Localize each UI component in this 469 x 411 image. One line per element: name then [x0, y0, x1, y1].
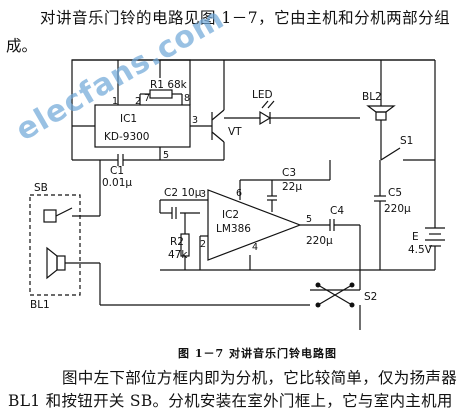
ic2-pin3: 3	[200, 189, 206, 200]
s1-label: S1	[400, 135, 413, 147]
c2-label: C2 10μ	[164, 187, 202, 199]
led-symbol	[259, 110, 272, 126]
ic2-part-label: LM386	[216, 223, 251, 235]
s2-label: S2	[364, 291, 377, 303]
ic1-pin8: 8	[184, 93, 190, 104]
c5-value: 220μ	[384, 203, 411, 215]
circuit-diagram: 1 2 7 8 3 5 R1 68k IC1 KD-9300 VT LED BL…	[29, 59, 445, 330]
ic1-pin3: 3	[192, 115, 198, 126]
figure-caption: 图 1－7 对讲音乐门铃电路图	[178, 347, 337, 360]
c1-value: 0.01μ	[102, 177, 132, 189]
bl1-label: BL1	[30, 299, 50, 311]
ic2-pin5: 5	[306, 214, 312, 225]
bl2-speaker	[375, 111, 387, 121]
c1-label: C1	[110, 165, 124, 177]
c5-label: C5	[388, 187, 402, 199]
c3-value: 22μ	[282, 181, 302, 193]
paragraph-line-2: 成。	[6, 37, 38, 55]
battery-label: E	[412, 231, 419, 243]
ic2-pin2: 2	[200, 239, 206, 250]
ic1-pin7: 7	[144, 93, 150, 104]
ic2-pin4: 4	[252, 242, 258, 253]
ic2-amplifier	[207, 189, 302, 261]
r1-resistor	[149, 89, 173, 99]
ic1-label: IC1	[120, 113, 137, 125]
c3-label: C3	[282, 167, 296, 179]
sb-label: SB	[34, 182, 48, 194]
c4-label: C4	[330, 205, 344, 217]
sb-button	[43, 209, 57, 223]
body-line-1: 图中左下部位方框内即为分机，它比较简单，仅为扬声器	[62, 369, 458, 387]
body-line-2: BL1 和按钮开关 SB。分机安装在室外门框上，它与室内主机用	[8, 392, 453, 410]
vt-label: VT	[228, 126, 242, 138]
ic2-pin6: 6	[236, 188, 242, 199]
r2-label: R2	[170, 236, 184, 248]
ic1-pin5: 5	[163, 150, 169, 161]
r2-value: 47k	[168, 249, 188, 261]
extension-box	[29, 194, 81, 296]
bl1-speaker	[56, 255, 66, 271]
r1-label: R1 68k	[150, 79, 188, 91]
paragraph-line-1: 对讲音乐门铃的电路见图 1－7，它由主机和分机两部分组	[40, 9, 451, 27]
battery-value: 4.5V	[408, 244, 433, 256]
ic2-label: IC2	[222, 209, 239, 221]
c4-value: 220μ	[306, 235, 333, 247]
ic1-pin2: 2	[135, 96, 141, 107]
bl2-label: BL2	[362, 91, 382, 103]
ic1-pin1: 1	[112, 96, 118, 107]
ic1-part-label: KD-9300	[104, 131, 149, 143]
led-label: LED	[252, 89, 273, 101]
